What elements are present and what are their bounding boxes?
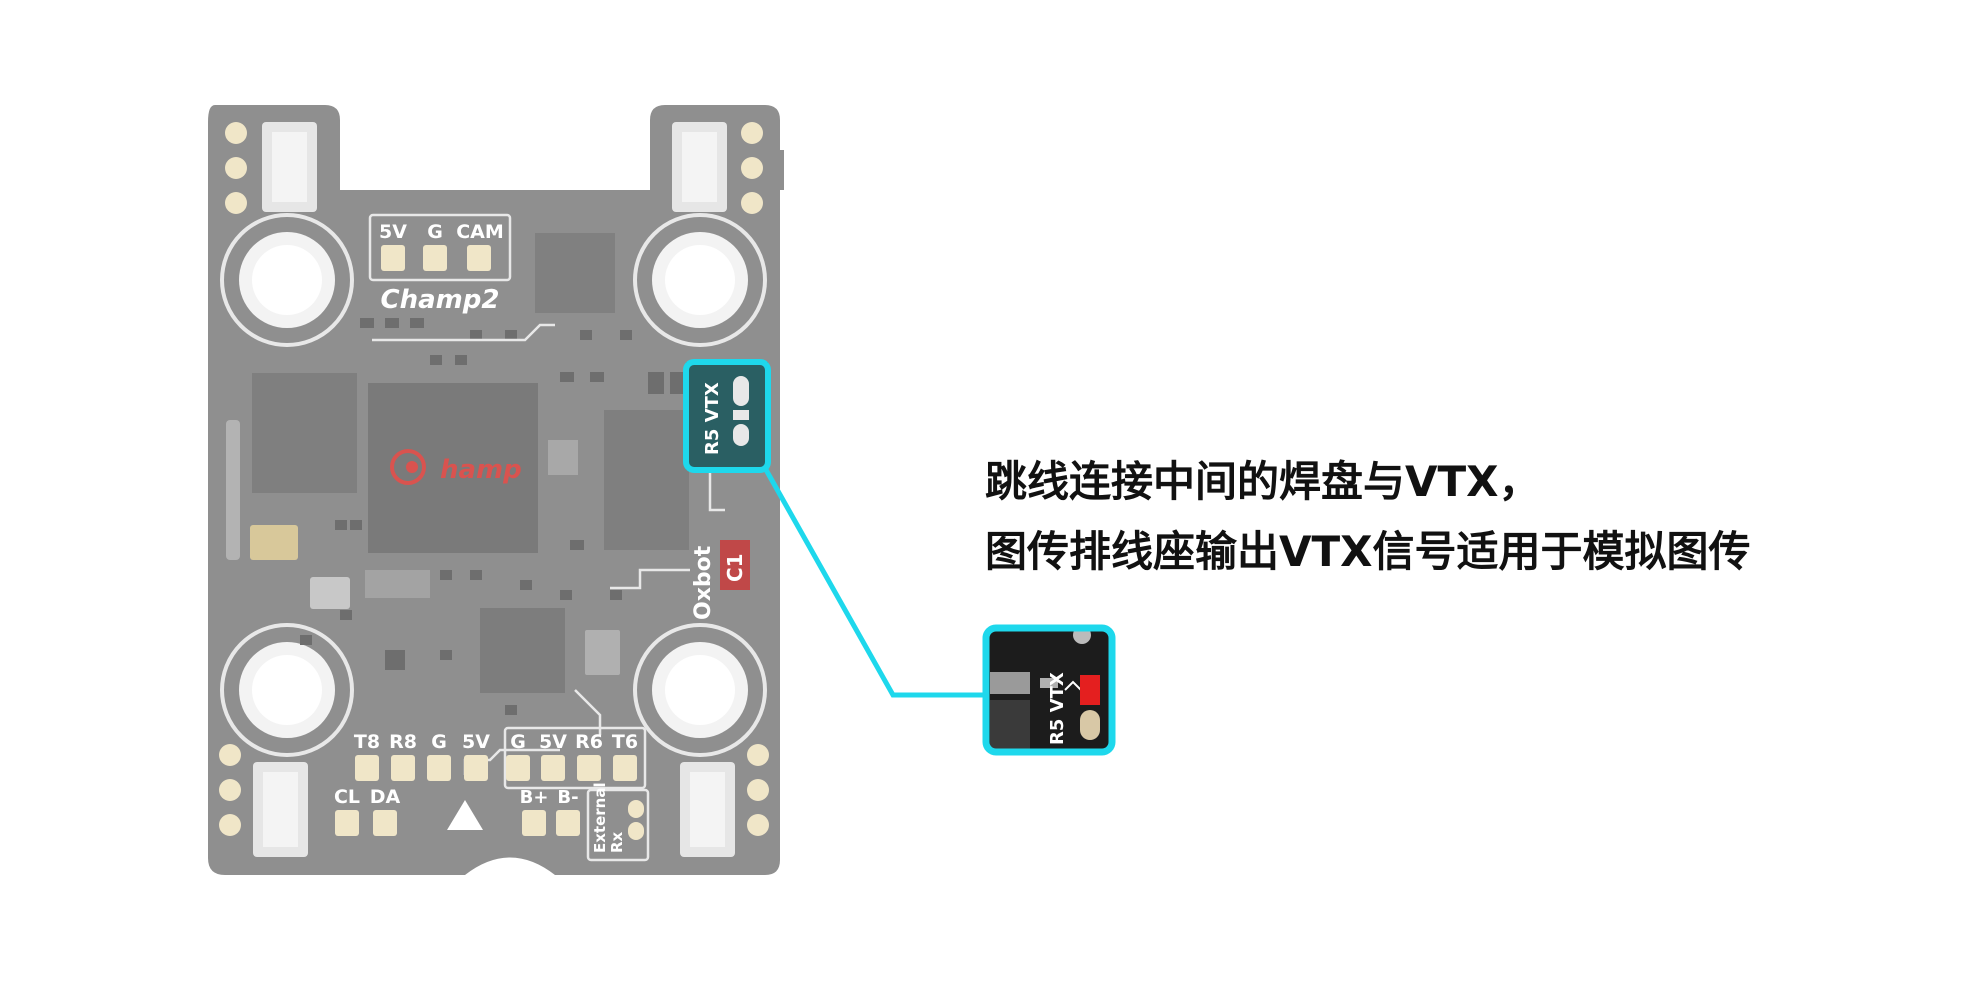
annotation-line-1: 跳线连接中间的焊盘与VTX， <box>985 457 1541 506</box>
pad-label-g-bottom-right: G <box>510 731 526 753</box>
pad-label-t8: T8 <box>354 731 380 753</box>
component-gold-pad <box>250 525 298 560</box>
external-rx-label-line2: Rx <box>608 831 626 853</box>
pads-batt <box>522 810 580 836</box>
jumper-zoom-callout: R5 VTX <box>982 624 1116 756</box>
mounting-hole-top-right <box>633 213 767 347</box>
external-rx-label-line1: External <box>591 782 609 853</box>
pad-group-bottom-right-outline <box>503 726 647 790</box>
chip-small <box>548 440 578 475</box>
board-right-tab <box>770 150 784 190</box>
component-bottom-right <box>585 630 620 675</box>
pad-label-5v-bottom-left: 5V <box>462 731 490 753</box>
pad-label-r8: R8 <box>389 731 417 753</box>
chip-top-right <box>535 233 615 313</box>
chip-main <box>368 383 538 553</box>
direction-arrow <box>447 800 483 830</box>
pads-bottom <box>355 755 637 781</box>
pad-label-t6: T6 <box>612 731 638 753</box>
pad-label-da: DA <box>370 786 401 808</box>
mounting-hole-bottom-right <box>633 623 767 757</box>
annotation-line-2: 图传排线座输出VTX信号适用于模拟图传 <box>985 527 1751 576</box>
pad-label-r6: R6 <box>575 731 603 753</box>
external-rx-jumper <box>628 800 644 840</box>
pad-label-g-bottom-left: G <box>431 731 447 753</box>
corner-connector-top-right <box>672 122 727 212</box>
mounting-hole-top-left <box>220 213 354 347</box>
maker-label: Oxbot <box>691 545 716 620</box>
component-c1 <box>720 540 750 590</box>
small-components <box>300 318 686 715</box>
corner-connector-bottom-right <box>680 762 735 857</box>
component-c1-label: C1 <box>723 553 747 582</box>
mounting-hole-bottom-left <box>220 623 354 757</box>
corner-connector-bottom-left <box>253 762 308 857</box>
component-bottom-left <box>365 570 430 598</box>
chip-bottom <box>480 608 565 693</box>
pads-top <box>381 245 491 271</box>
chip-left <box>252 373 357 493</box>
pad-group-top-outline <box>368 213 512 282</box>
board-side-connector <box>226 420 240 560</box>
pads-cl-da <box>335 810 397 836</box>
pad-label-g: G <box>427 221 443 243</box>
chip-logo-label: hamp <box>440 455 522 485</box>
jumper-highlight-board: R5 VTX <box>683 359 771 473</box>
corner-connector-top-left <box>262 122 317 212</box>
jumper-label-board: R5 VTX <box>702 382 723 455</box>
brand-label: Champ2 <box>381 285 500 315</box>
external-rx-outline <box>586 788 650 862</box>
pad-label-b-minus: B- <box>557 787 578 808</box>
chip-right <box>604 410 689 550</box>
component-grey-pad <box>310 577 350 609</box>
pad-label-5v: 5V <box>379 221 407 243</box>
pad-label-cam: CAM <box>456 221 504 243</box>
pad-label-cl: CL <box>334 786 360 808</box>
pad-label-5v-bottom-right: 5V <box>539 731 567 753</box>
corner-pads <box>219 122 769 836</box>
pad-label-b-plus: B+ <box>520 787 549 808</box>
callout-line <box>762 466 985 698</box>
jumper-label-zoom: R5 VTX <box>1047 672 1068 745</box>
